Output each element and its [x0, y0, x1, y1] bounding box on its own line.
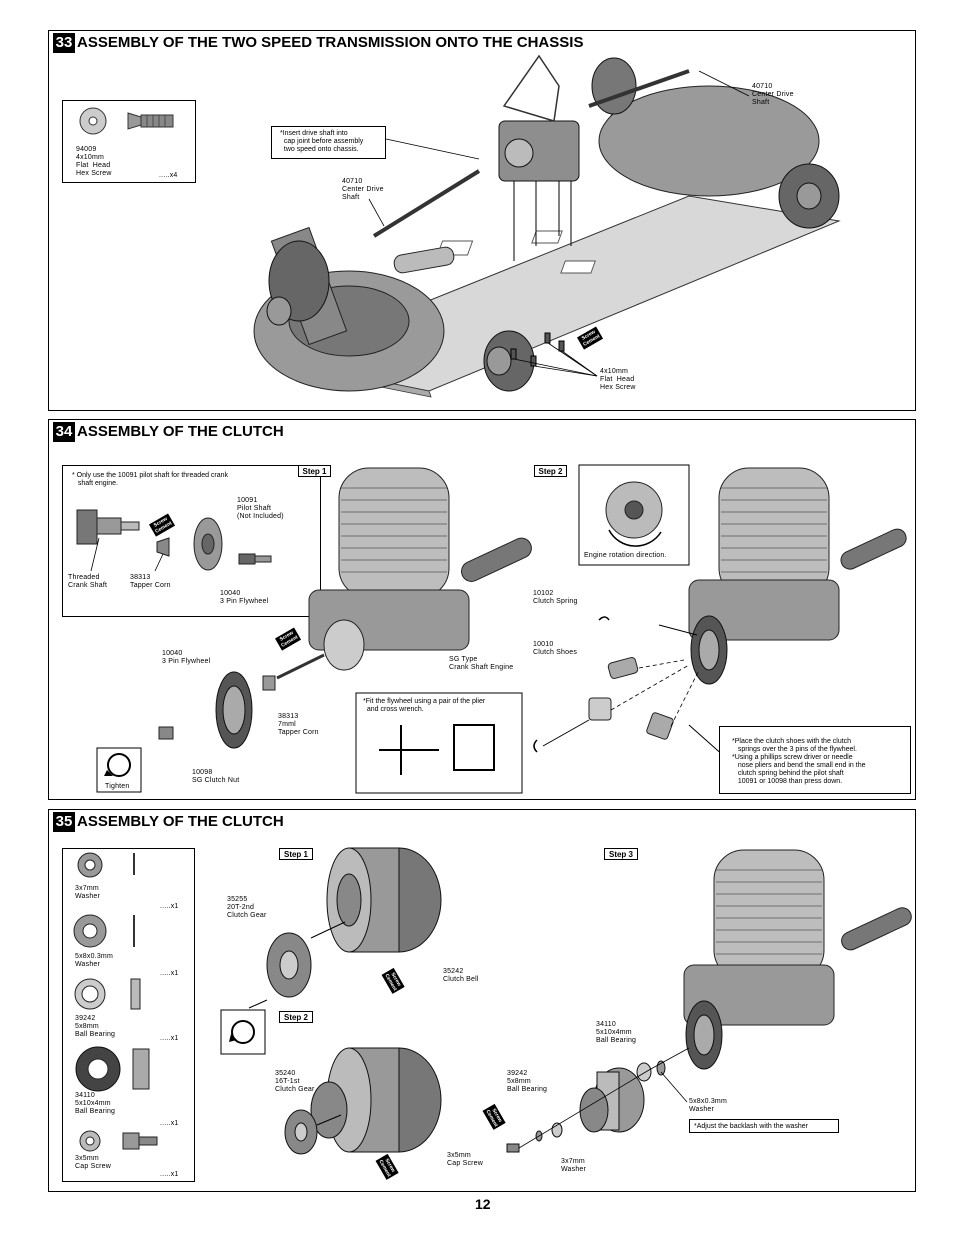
label-clutch-spring: 10102 Clutch Spring — [533, 590, 578, 605]
engine-flywheel-illustration — [96, 464, 907, 794]
step-1-tag-35: Step 1 — [279, 848, 313, 860]
label-tapper-corn-small: 38313 Tapper Corn — [130, 574, 171, 589]
note-clutch-shoes: *Place the clutch shoes with the clutch … — [732, 738, 866, 785]
label-engine-rotation: Engine rotation direction. — [584, 552, 667, 559]
part-5x8-bearing-qty: .....x1 — [160, 1035, 179, 1042]
step-2-tag-35: Step 2 — [279, 1011, 313, 1023]
parts-column-art — [73, 852, 158, 1152]
part-5x10-bearing: 34110 5x10x4mm Ball Bearing — [75, 1092, 116, 1115]
section-33-title: ASSEMBLY OF THE TWO SPEED TRANSMISSION O… — [77, 34, 584, 51]
parts-box-screw-code: 94009 — [76, 146, 97, 153]
part-cap-screw: 3x5mm Cap Screw — [75, 1155, 112, 1170]
label-threaded-crank-shaft: Threaded Crank Shaft — [68, 574, 108, 589]
pilot-shaft-diagram — [76, 509, 272, 572]
label-center-drive-shaft-left: 40710 Center Drive Shaft — [342, 178, 384, 201]
label-sg-engine: SG Type Crank Shaft Engine — [449, 656, 514, 671]
part-3x7-washer-qty: .....x1 — [160, 903, 179, 910]
section-34-title: ASSEMBLY OF THE CLUTCH — [77, 423, 284, 440]
note-fit-flywheel: *Fit the flywheel using a pair of the pl… — [363, 698, 486, 713]
note-clutch-shoes-box: *Place the clutch shoes with the clutch … — [719, 726, 911, 794]
clutch-gear-illustration — [220, 847, 912, 1155]
section-35-title: ASSEMBLY OF THE CLUTCH — [77, 813, 284, 830]
label-sg-clutch-nut: 10098 SG Clutch Nut — [192, 769, 240, 784]
label-3x7-washer: 3x7mm Washer — [561, 1158, 587, 1173]
chassis-illustration — [253, 54, 841, 398]
step-2-tag-34: Step 2 — [534, 465, 567, 477]
parts-column: 3x7mm Washer .....x1 5x8x0.3mm Washer ..… — [62, 848, 195, 1182]
step-1-tag-34: Step 1 — [298, 465, 331, 477]
section-35-panel: 35 ASSEMBLY OF THE CLUTCH 3x7mm Washer .… — [48, 809, 916, 1192]
label-flywheel: 10040 3 Pin Flywheel — [162, 650, 211, 665]
part-5x8-bearing: 39242 5x8mm Ball Bearing — [75, 1015, 116, 1038]
parts-box-screw: 94009 4x10mm Flat Head Hex Screw .....x4 — [62, 100, 196, 183]
label-1st-clutch-gear: 35240 16T-1st Clutch Gear — [275, 1070, 315, 1093]
section-34-panel: 34 ASSEMBLY OF THE CLUTCH * Only use the… — [48, 419, 916, 800]
note-insert-drive-shaft: *Insert drive shaft into cap joint befor… — [271, 126, 386, 159]
label-5x10-bearing: 34110 5x10x4mm Ball Bearing — [596, 1021, 637, 1044]
parts-box-screw-kind: Hex Screw — [76, 170, 112, 177]
section-33-panel: 33 ASSEMBLY OF THE TWO SPEED TRANSMISSIO… — [48, 30, 916, 411]
label-clutch-shoes: 10010 Clutch Shoes — [533, 641, 578, 656]
note-backlash: *Adjust the backlash with the washer — [694, 1123, 809, 1130]
part-5x10-bearing-qty: .....x1 — [160, 1120, 179, 1127]
note-backlash-box: *Adjust the backlash with the washer — [689, 1119, 839, 1133]
label-5x8-washer: 5x8x0.3mm Washer — [689, 1098, 727, 1113]
pilot-shaft-box: * Only use the 10091 pilot shaft for thr… — [62, 465, 321, 617]
label-tapper-corn: 38313 7mml Tapper Corn — [278, 713, 319, 736]
step-3-tag-35: Step 3 — [604, 848, 638, 860]
flat-head-screw-icon — [79, 107, 174, 135]
parts-box-screw-qty: .....x4 — [159, 172, 178, 179]
section-34-number: 34 — [53, 422, 75, 442]
label-3x5-cap-screw: 3x5mm Cap Screw — [447, 1152, 484, 1167]
parts-box-screw-type: Flat Head — [76, 162, 111, 169]
label-flat-head-screws: 4x10mm Flat Head Hex Screw — [600, 368, 636, 391]
note-pilot-shaft: * Only use the 10091 pilot shaft for thr… — [72, 472, 229, 487]
section-35-number: 35 — [53, 812, 75, 832]
label-2nd-clutch-gear: 35255 20T-2nd Clutch Gear — [227, 896, 267, 919]
part-cap-screw-qty: .....x1 — [160, 1171, 179, 1178]
label-pilot-shaft: 10091 Pilot Shaft (Not Included) — [237, 497, 284, 520]
label-flywheel-small: 10040 3 Pin Flywheel — [220, 590, 269, 605]
parts-box-screw-size: 4x10mm — [76, 154, 105, 161]
label-5x8-bearing: 39242 5x8mm Ball Bearing — [507, 1070, 548, 1093]
label-tighten: Tighten — [105, 783, 130, 790]
label-center-drive-shaft-right: 40710 Center Drive Shaft — [752, 83, 794, 106]
label-clutch-bell: 35242 Clutch Bell — [443, 968, 479, 983]
part-5x8-washer-qty: .....x1 — [160, 970, 179, 977]
section-33-number: 33 — [53, 33, 75, 53]
note-insert-drive-shaft-text: *Insert drive shaft into cap joint befor… — [280, 130, 364, 153]
page-number: 12 — [475, 1196, 491, 1212]
part-5x8-washer: 5x8x0.3mm Washer — [75, 953, 113, 968]
part-3x7-washer: 3x7mm Washer — [75, 885, 101, 900]
